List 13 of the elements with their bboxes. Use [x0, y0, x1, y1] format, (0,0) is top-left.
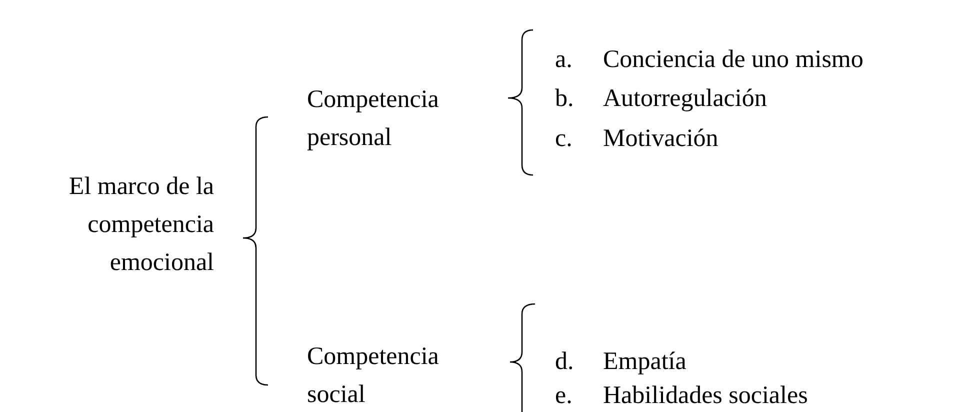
item-letter: d.: [555, 348, 574, 375]
item-text: Habilidades sociales: [603, 382, 808, 409]
root-heading: El marco de la competencia emocional: [68, 173, 214, 276]
item-text: Empatía: [603, 348, 686, 375]
item-text: Conciencia de uno mismo: [603, 46, 864, 73]
category-heading: Competencia social: [307, 343, 439, 408]
item-text: Motivación: [603, 125, 718, 152]
item-letter: b.: [555, 85, 574, 112]
item-letter: e.: [555, 382, 572, 409]
item-letter: a.: [555, 46, 572, 73]
item-text: Autorregulación: [603, 85, 767, 112]
item-letter: c.: [555, 125, 572, 152]
category-heading: Competencia personal: [307, 86, 439, 151]
